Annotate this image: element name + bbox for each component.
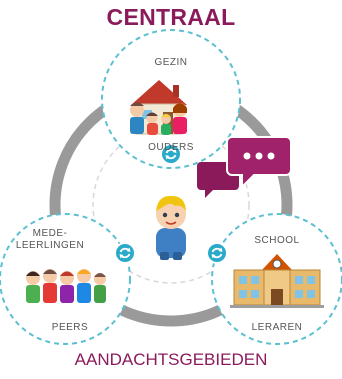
inner-dashed-circle: [92, 126, 250, 284]
medeleerlingen-label: MEDE- LEERLINGEN: [15, 228, 85, 251]
family-icon: [130, 102, 187, 135]
school-area: [211, 213, 342, 345]
sync-icon: [160, 143, 182, 165]
diagram-title: CENTRAAL: [106, 4, 236, 30]
child-icon: [156, 195, 186, 260]
diagram-footer: AANDACHTSGEBIEDEN: [74, 350, 268, 369]
school-label: SCHOOL: [254, 235, 300, 246]
ouders-label: OUDERS: [148, 142, 194, 153]
leraren-label: LERAREN: [251, 322, 303, 333]
classmates-icon: [26, 269, 106, 303]
sync-icon: [114, 242, 136, 264]
gezin-area: [101, 29, 241, 169]
sync-icon: [206, 242, 228, 264]
gezin-label: GEZIN: [154, 57, 188, 68]
speech-bubbles-icon: [197, 136, 292, 198]
peers-label: PEERS: [51, 322, 89, 333]
peers-area: [0, 213, 131, 345]
school-building-icon: [230, 254, 324, 308]
